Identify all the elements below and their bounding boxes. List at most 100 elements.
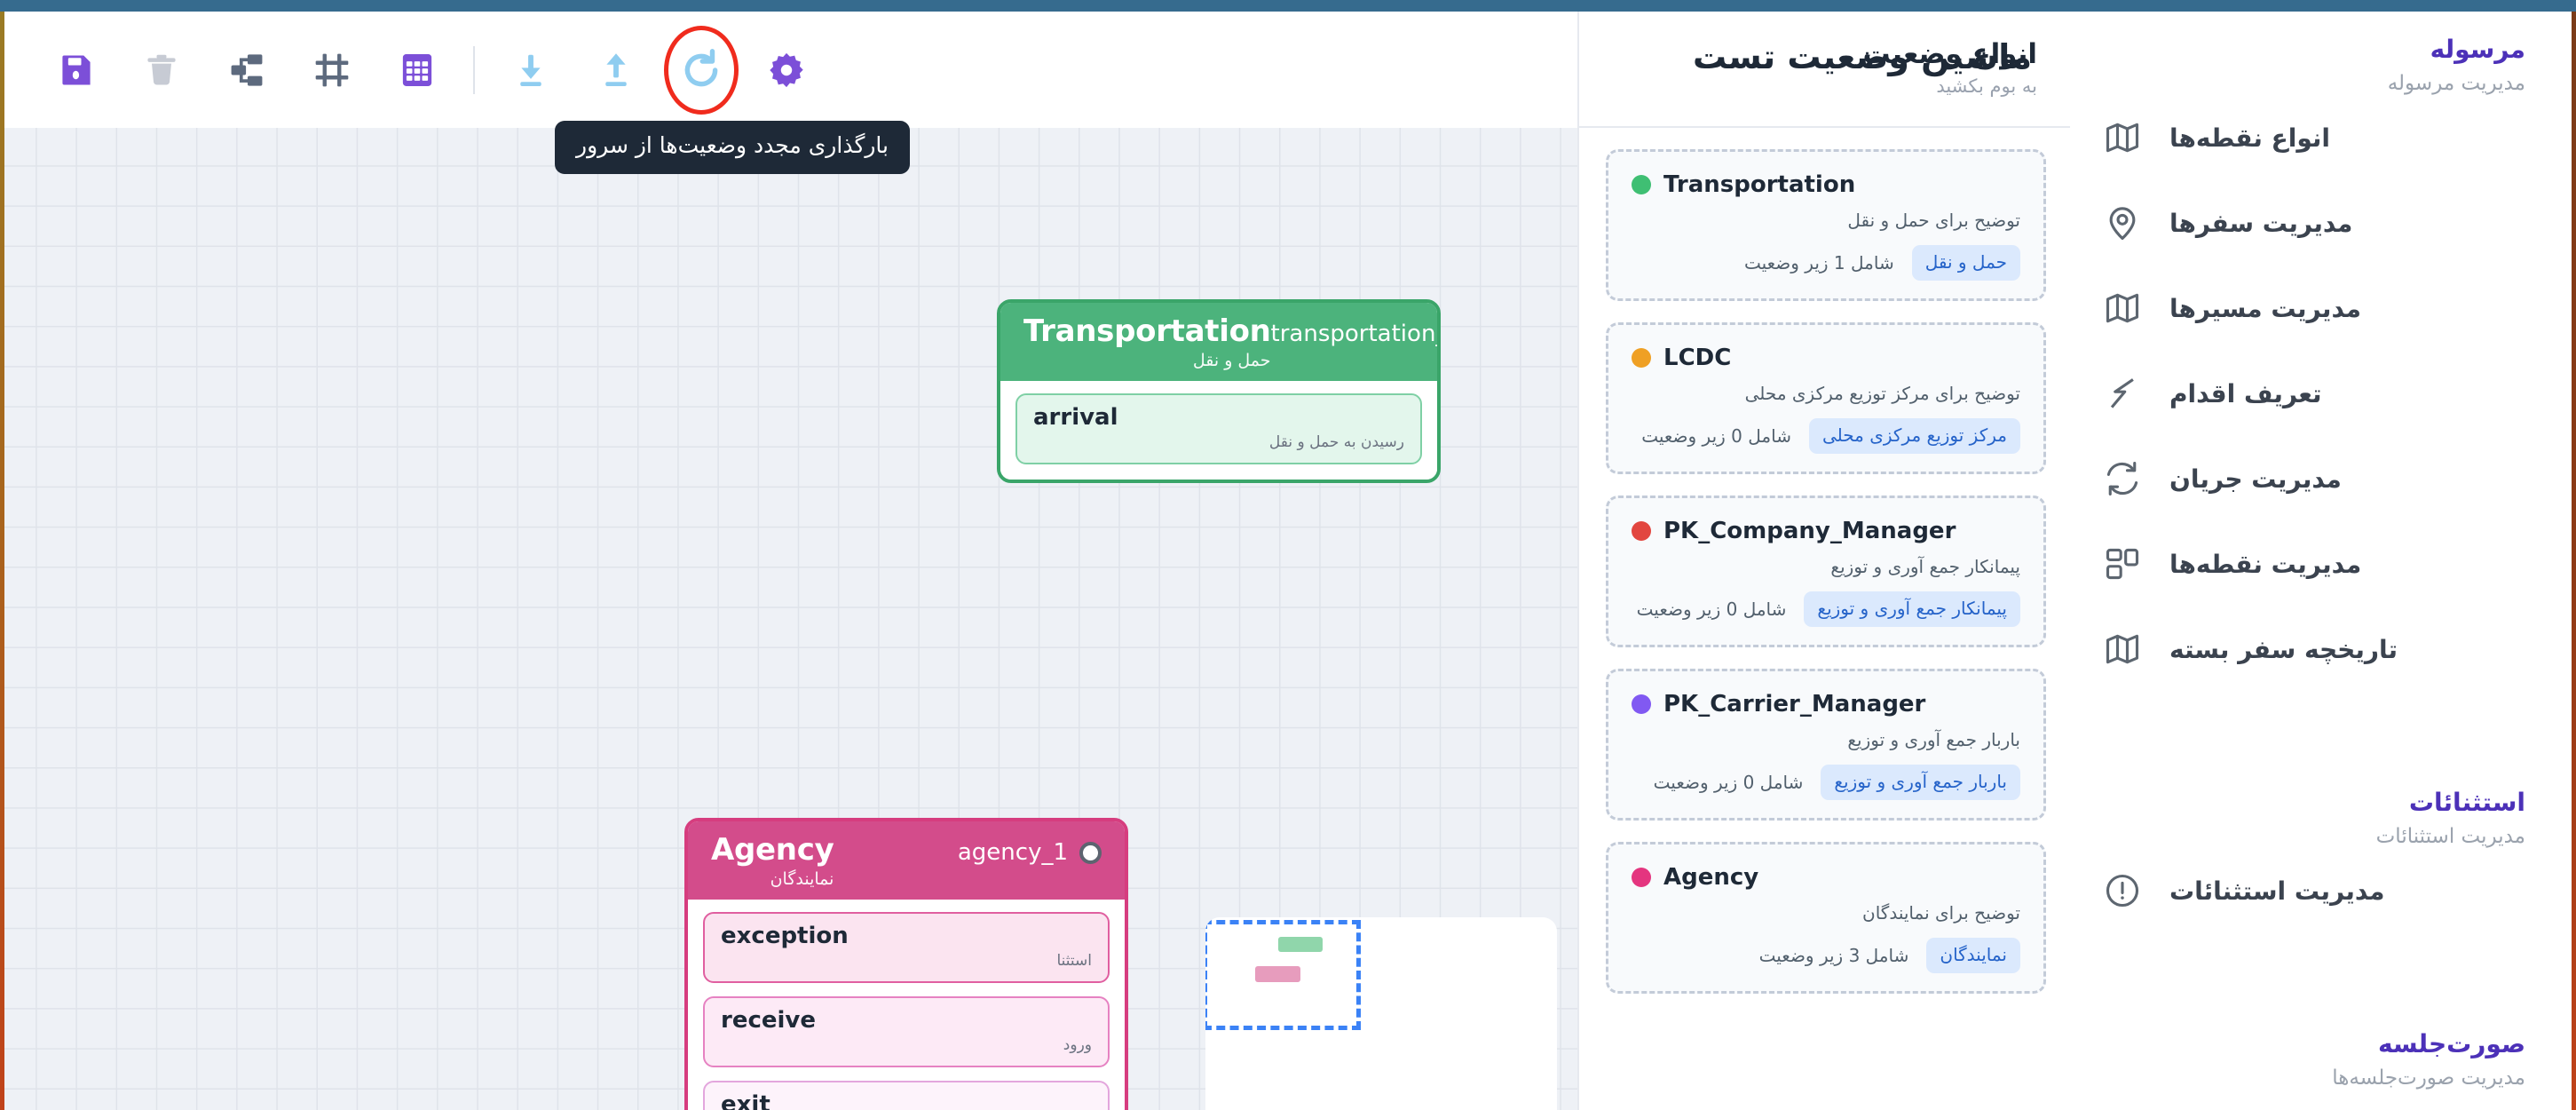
reload-tooltip: بارگذاری مجدد وضعیت‌ها از سرور (555, 121, 910, 174)
sub-state-title: exception (721, 923, 849, 950)
map-icon (2102, 117, 2143, 158)
canvas-region: بارگذاری مجدد وضعیت‌ها از سرور Transport… (4, 12, 1577, 1110)
sub-state-exit[interactable]: exit خروج (703, 1081, 1110, 1110)
export-button[interactable] (585, 39, 647, 101)
sidebar-item-point-types[interactable]: انواع نقطه‌ها (2102, 95, 2525, 180)
refresh-icon (684, 48, 718, 86)
status-dot-icon (1632, 694, 1651, 714)
sidebar-item-parcel-history[interactable]: تاریخچه سفر بسته (2102, 607, 2525, 692)
sidebar-item-label: تعریف اقدام (2169, 378, 2322, 408)
state-type-card-transportation[interactable]: Transportation توضیح برای حمل و نقل حمل … (1606, 149, 2046, 301)
sidebar-item-points[interactable]: مدیریت نقطه‌ها (2102, 521, 2525, 607)
state-type-desc: توضیح برای مرکز توزیع مرکزی محلی (1744, 383, 2020, 404)
sub-state-title: arrival (1033, 404, 1118, 432)
sync-icon (2102, 458, 2143, 499)
state-type-badge: نمایندگان (1926, 938, 2020, 973)
app-sidebar: مرسوله مدیریت مرسوله انواع نقطه‌ها مدیری… (2070, 12, 2572, 1110)
trash-icon (147, 54, 176, 85)
layout-icon (2102, 543, 2143, 584)
node-key: agency_1 (957, 839, 1068, 866)
flow-node-agency[interactable]: Agency نمایندگان agency_1 exception استث… (684, 818, 1128, 1110)
sitemap-icon (231, 53, 263, 86)
node-header[interactable]: Transportation حمل و نقل transportation_… (1000, 303, 1437, 382)
sub-state-desc: استثنا (1056, 952, 1092, 971)
sidebar-group-subtitle: مدیریت صورت‌جلسه‌ها (2332, 1066, 2525, 1090)
window-top-chrome (0, 0, 2576, 12)
node-header[interactable]: Agency نمایندگان agency_1 (688, 821, 1125, 900)
sub-state-arrival[interactable]: arrival رسیدن به حمل و نقل (1015, 393, 1422, 465)
node-subtitle: حمل و نقل (1192, 351, 1271, 371)
state-type-count: شامل 0 زیر وضعیت (1641, 425, 1791, 447)
save-button[interactable] (45, 39, 107, 101)
state-type-name: LCDC (1663, 345, 1732, 371)
node-title: Transportation (1023, 313, 1271, 349)
settings-button[interactable] (755, 39, 818, 101)
sidebar-group-subtitle: مدیریت مرسوله (2387, 72, 2525, 95)
bolt-icon (2102, 373, 2143, 414)
download-icon (520, 54, 541, 86)
flow-canvas[interactable]: Transportation حمل و نقل transportation_… (4, 128, 1577, 1110)
state-types-panel: انواع وضعیت به بوم بکشید Transportation … (1577, 12, 2074, 1110)
reload-button[interactable] (664, 25, 739, 115)
minimap-node-thumb (1278, 937, 1323, 952)
sub-state-title: exit (721, 1091, 770, 1110)
sidebar-item-label: انواع نقطه‌ها (2169, 123, 2330, 153)
node-port-handle[interactable] (1079, 841, 1102, 864)
state-type-card-agency[interactable]: Agency توضیح برای نمایندگان نمایندگان شا… (1606, 842, 2046, 994)
sidebar-item-label: تاریخچه سفر بسته (2169, 634, 2398, 664)
status-dot-icon (1632, 868, 1651, 887)
page-title: ماشین وضعیت تست (1692, 37, 2032, 76)
map-icon (2102, 629, 2143, 670)
auto-layout-button[interactable] (216, 39, 278, 101)
status-dot-icon (1632, 521, 1651, 541)
state-types-header: انواع وضعیت به بوم بکشید (1579, 12, 2073, 128)
sidebar-item-flows[interactable]: مدیریت جریان (2102, 436, 2525, 521)
minimap-viewport-rect[interactable] (1205, 920, 1361, 1030)
state-type-badge: حمل و نقل (1911, 245, 2020, 281)
toolbar-divider (473, 45, 475, 94)
state-type-badge: باربار جمع آوری و توزیع (1821, 765, 2020, 800)
upload-icon (605, 52, 627, 86)
state-type-card-pk-company-manager[interactable]: PK_Company_Manager پیمانکار جمع آوری و ت… (1606, 496, 2046, 647)
minimap-node-thumb (1255, 966, 1300, 982)
state-types-subtitle: به بوم بکشید (1936, 75, 2037, 97)
node-body: exception استثنا receive ورود exit خروج (688, 900, 1125, 1110)
sidebar-group-title: استثنائات (2408, 788, 2525, 817)
state-type-card-lcdc[interactable]: LCDC توضیح برای مرکز توزیع مرکزی محلی مر… (1606, 322, 2046, 474)
window-right-edge (2572, 12, 2576, 1110)
state-type-name: PK_Carrier_Manager (1663, 691, 1926, 718)
sidebar-group-subtitle: مدیریت استثنائات (2375, 825, 2525, 848)
state-type-card-pk-carrier-manager[interactable]: PK_Carrier_Manager باربار جمع آوری و توز… (1606, 669, 2046, 821)
sub-state-desc: ورود (1063, 1036, 1092, 1055)
node-key: transportation_1 (1270, 321, 1437, 347)
state-type-count: شامل 1 زیر وضعیت (1743, 252, 1894, 274)
sidebar-item-routes[interactable]: مدیریت مسیرها (2102, 266, 2525, 351)
floppy-disk-icon (62, 55, 91, 84)
status-dot-icon (1632, 348, 1651, 368)
state-type-badge: پیمانکار جمع آوری و توزیع (1804, 591, 2020, 627)
sidebar-item-exception-management[interactable]: مدیریت استثنائات (2102, 848, 2525, 933)
sub-state-receive[interactable]: receive ورود (703, 996, 1110, 1068)
window-left-edge (0, 12, 4, 1110)
canvas-minimap[interactable] (1205, 917, 1557, 1110)
sidebar-group-title: صورت‌جلسه (2378, 1029, 2525, 1058)
state-type-desc: توضیح برای حمل و نقل (1847, 210, 2020, 231)
sidebar-group-exceptions: استثنائات مدیریت استثنائات (2102, 788, 2525, 848)
delete-button[interactable] (130, 39, 193, 101)
table-grid-icon (402, 53, 432, 86)
state-type-name: Agency (1663, 864, 1759, 891)
node-title: Agency (711, 832, 834, 868)
edge-layer (1311, 128, 1577, 261)
sidebar-item-trips[interactable]: مدیریت سفرها (2102, 180, 2525, 266)
state-type-count: شامل 0 زیر وضعیت (1636, 599, 1787, 620)
sub-state-exception[interactable]: exception استثنا (703, 912, 1110, 984)
sub-state-desc: رسیدن به حمل و نقل (1268, 433, 1404, 452)
sidebar-item-label: مدیریت جریان (2169, 464, 2342, 494)
import-button[interactable] (500, 39, 562, 101)
table-view-button[interactable] (386, 39, 448, 101)
flow-node-transportation[interactable]: Transportation حمل و نقل transportation_… (997, 299, 1441, 484)
sidebar-item-actions[interactable]: تعریف اقدام (2102, 351, 2525, 436)
grid-toggle-button[interactable] (301, 39, 363, 101)
state-type-count: شامل 3 زیر وضعیت (1758, 945, 1909, 966)
